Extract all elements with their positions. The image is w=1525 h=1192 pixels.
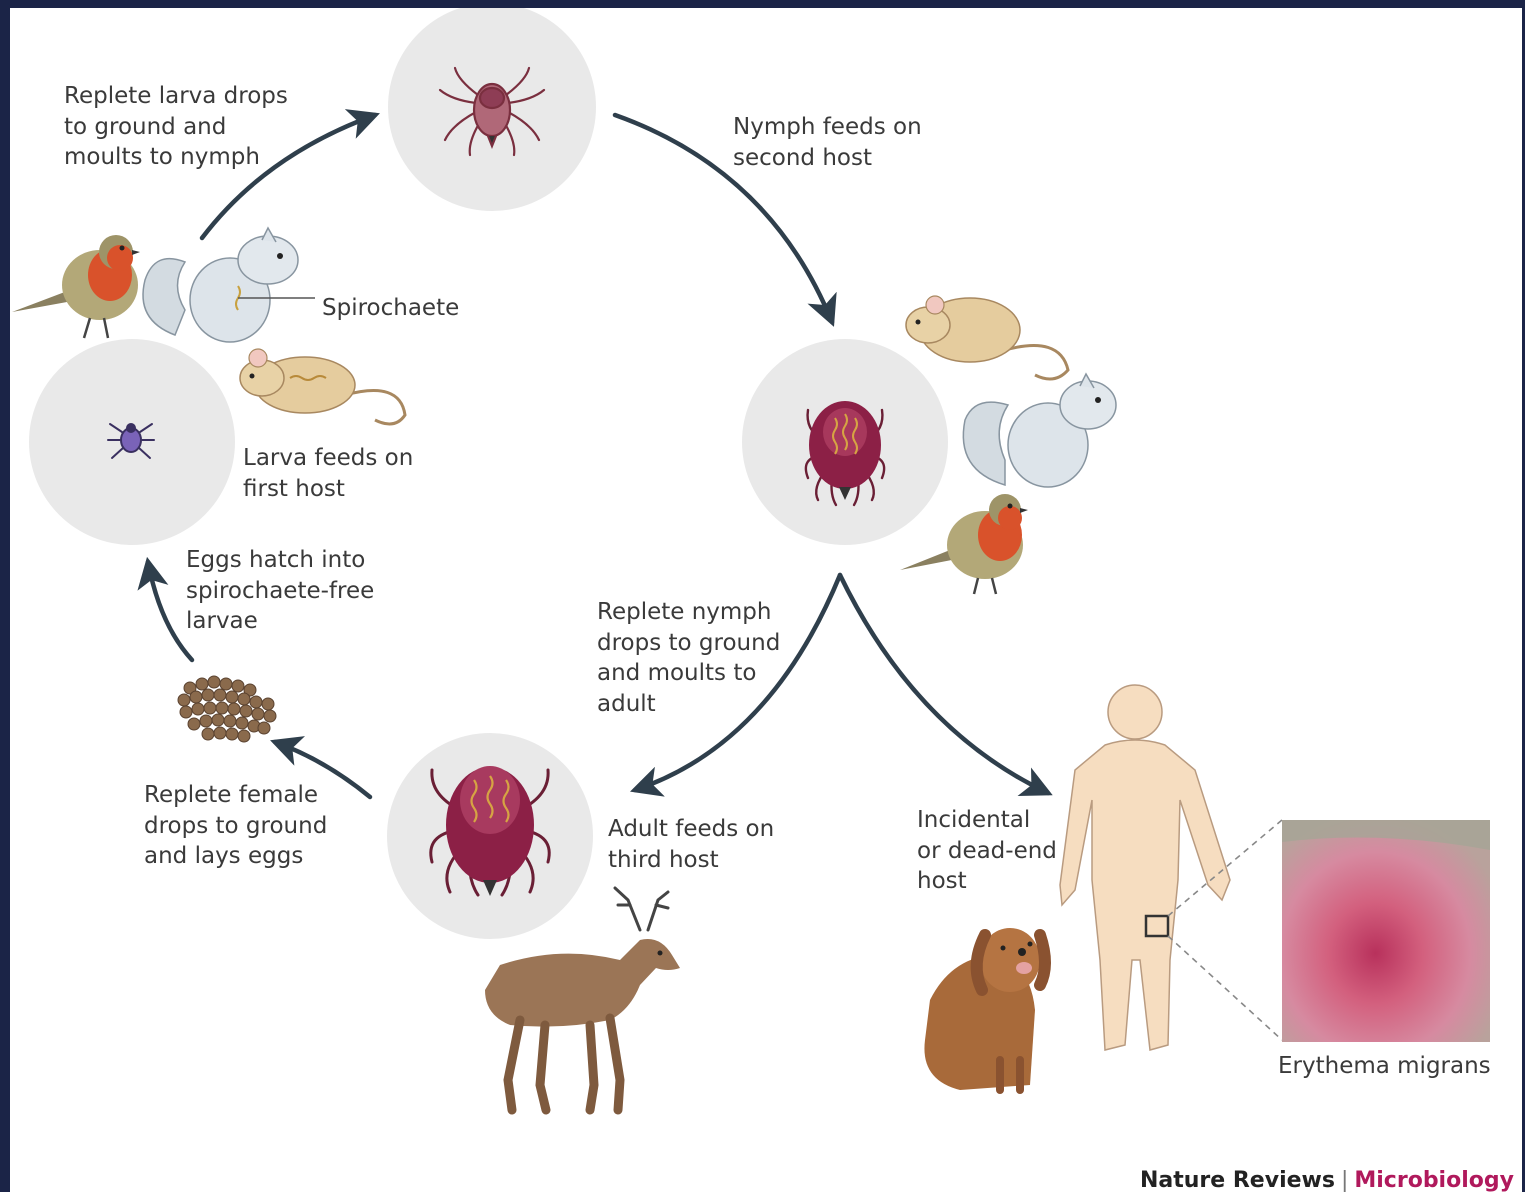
arrow-to-incidental-host [840, 575, 1048, 793]
label-nymph-feeds: Nymph feeds on second host [733, 112, 922, 173]
mouse-icon-first-host [240, 349, 405, 424]
label-nymph-moults-to-adult: Replete nymph drops to ground and moults… [597, 597, 780, 719]
label-eggs-hatch: Eggs hatch into spirochaete-free larvae [186, 545, 374, 637]
fed-nymph-tick-icon [806, 401, 884, 505]
credit-separator: | [1335, 1168, 1354, 1192]
journal-credit: Nature Reviews|Microbiology [1140, 1168, 1514, 1192]
mouse-icon-second-host [906, 296, 1068, 379]
journal-subject: Microbiology [1354, 1168, 1514, 1192]
top-frame-bar [0, 0, 1525, 8]
robin-icon-first-host [12, 235, 140, 338]
label-larva-feeds: Larva feeds on first host [243, 443, 413, 504]
callout-lines [1168, 820, 1282, 1040]
label-spirochaete: Spirochaete [322, 293, 459, 324]
label-adult-feeds: Adult feeds on third host [608, 814, 774, 875]
eggs-icon [178, 676, 276, 742]
diagram-canvas: Replete larva drops to ground and moults… [10, 8, 1522, 1192]
journal-name: Nature Reviews [1140, 1168, 1335, 1192]
label-female-lays-eggs: Replete female drops to ground and lays … [144, 780, 327, 872]
human-icon-incidental-host [1060, 685, 1230, 1050]
erythema-migrans-photo [1282, 820, 1490, 1042]
squirrel-icon-second-host [963, 374, 1116, 487]
label-incidental-host: Incidental or dead-end host [917, 805, 1057, 897]
label-larva-moults-to-nymph: Replete larva drops to ground and moults… [64, 81, 288, 173]
squirrel-icon-first-host [143, 228, 315, 342]
dog-icon-incidental-host [924, 928, 1045, 1090]
label-erythema-migrans: Erythema migrans [1278, 1051, 1491, 1082]
